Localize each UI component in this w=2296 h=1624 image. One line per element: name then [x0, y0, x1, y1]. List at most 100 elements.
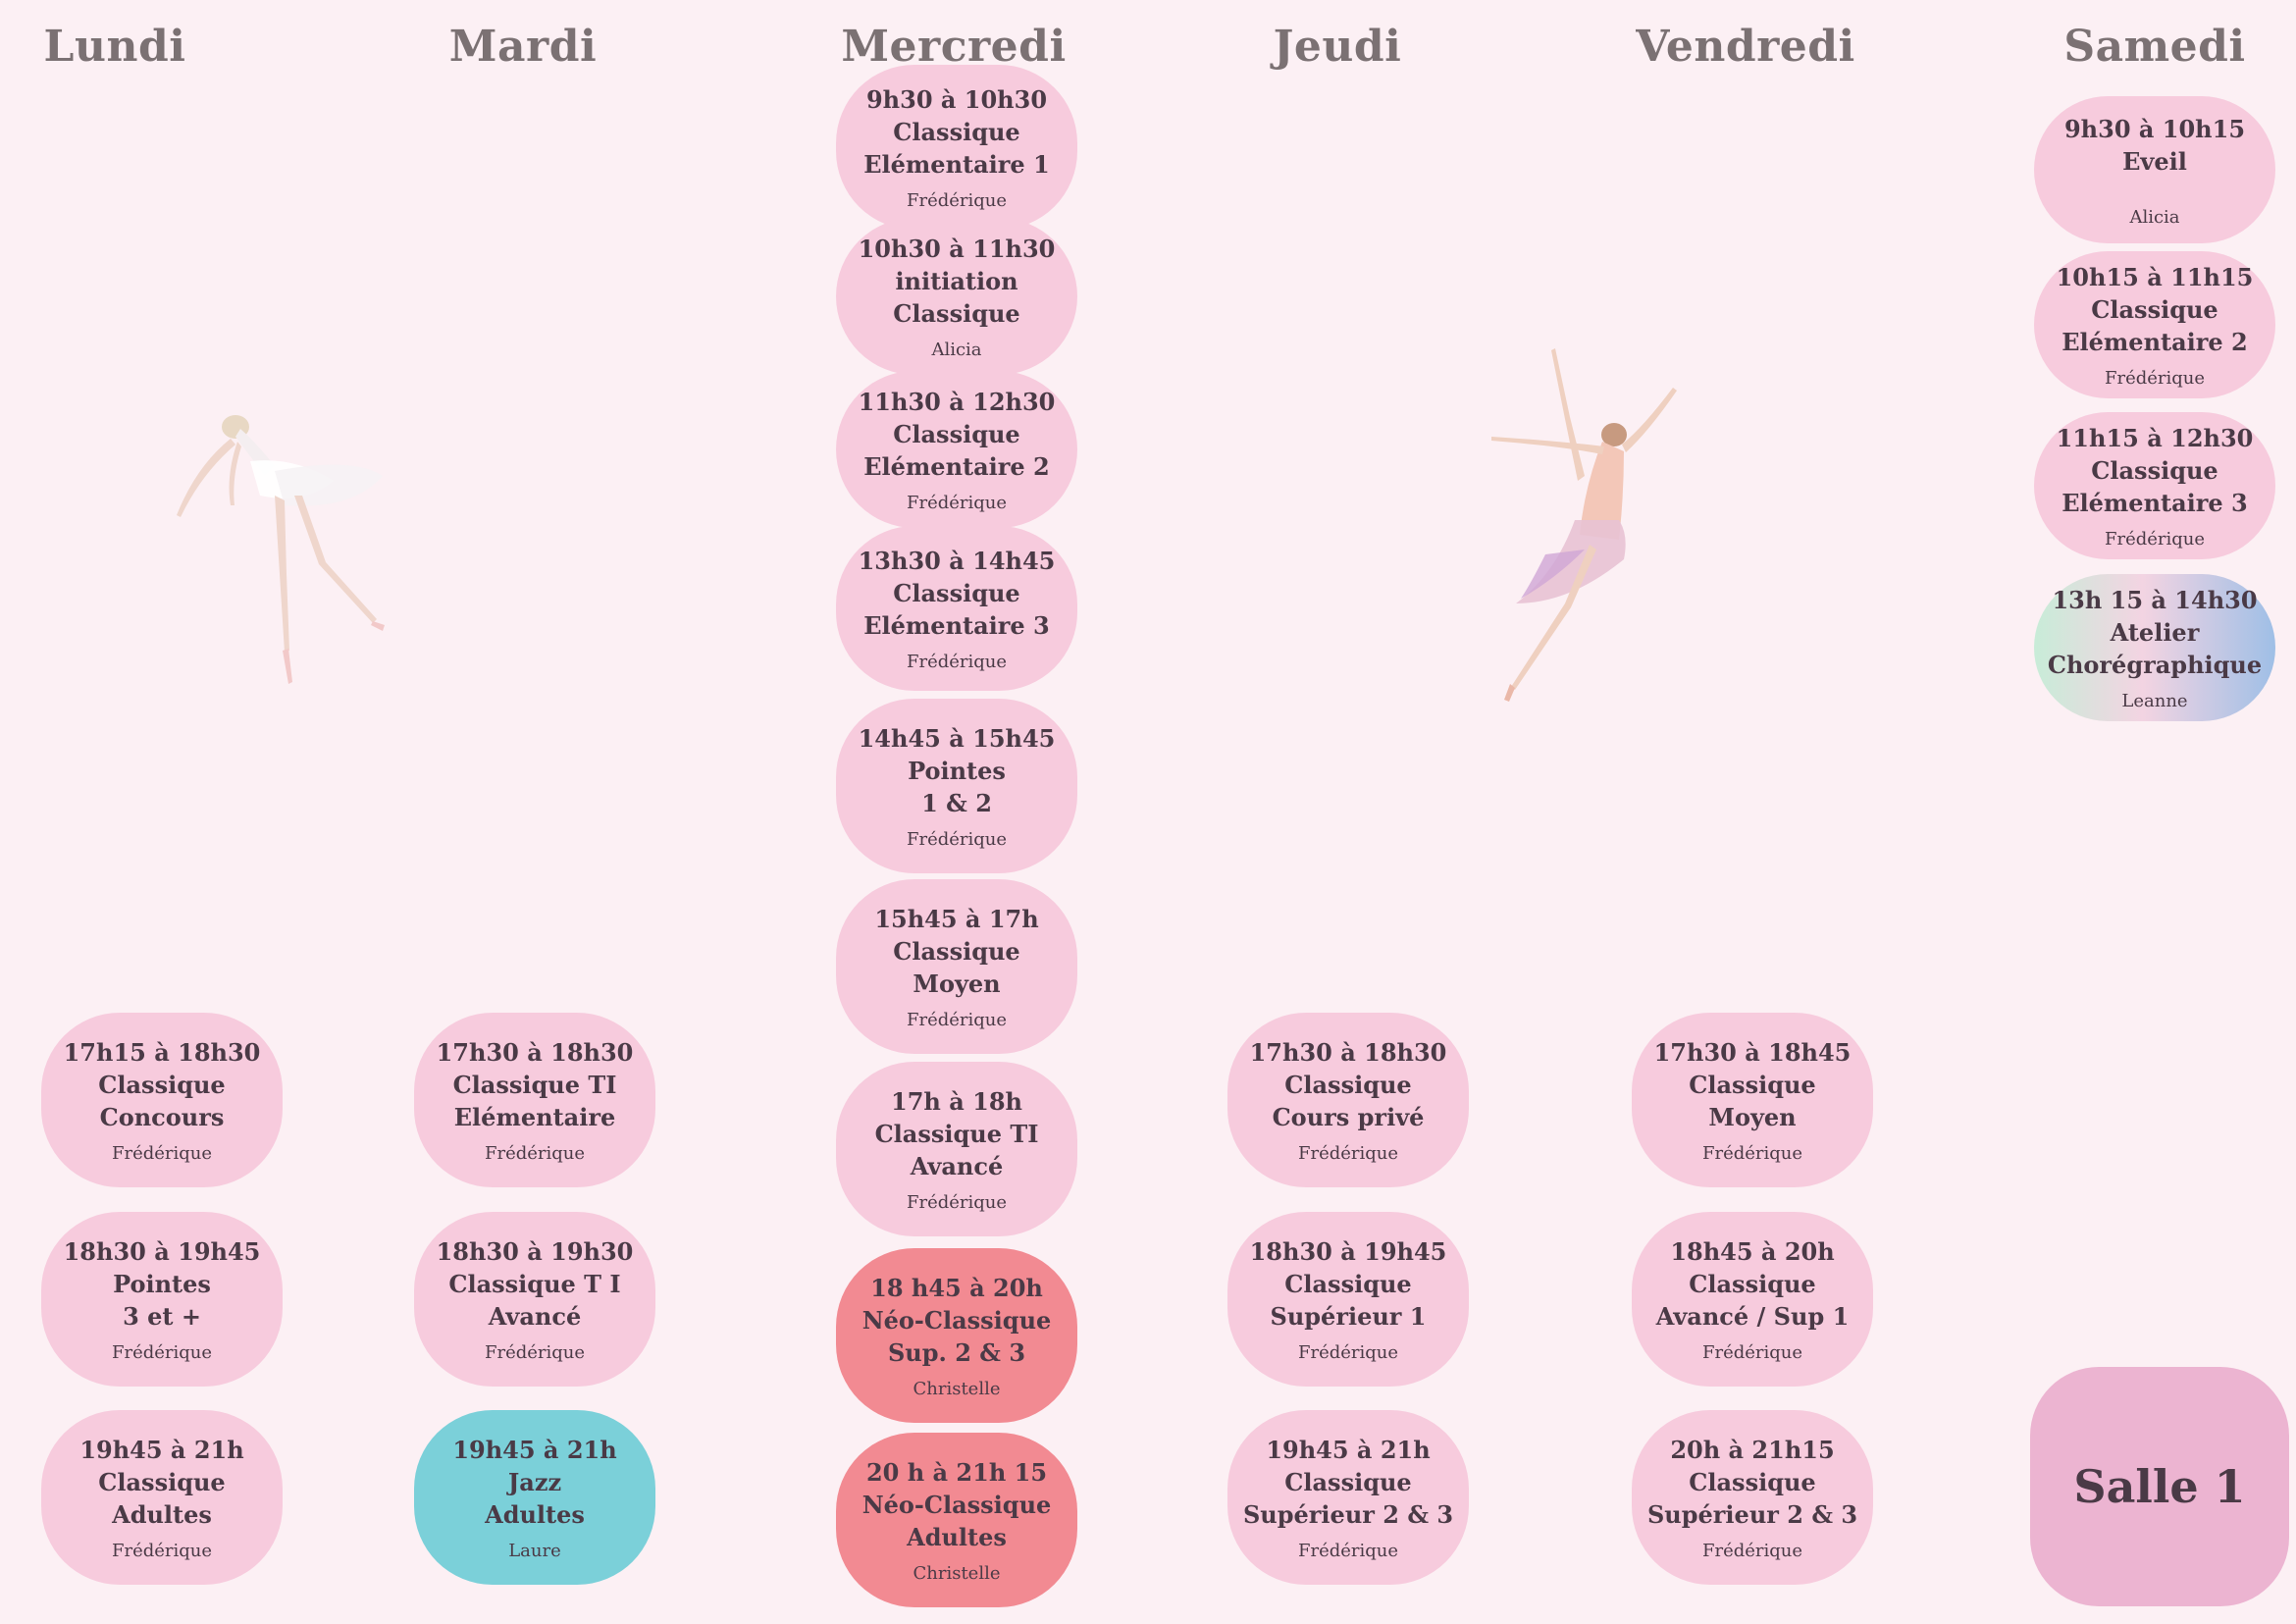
- class-line: Classique: [1689, 1468, 1816, 1496]
- class-line: Classique: [1284, 1468, 1412, 1496]
- class-card-vendredi-3[interactable]: 20h à 21h15 Classique Supérieur 2 & 3 Fr…: [1632, 1410, 1873, 1585]
- class-line: Elémentaire: [453, 1103, 616, 1131]
- class-line: Jazz: [507, 1468, 562, 1496]
- class-line: Cours privé: [1272, 1103, 1425, 1131]
- class-time: 19h45 à 21h: [1266, 1436, 1431, 1464]
- class-card-jeudi-1[interactable]: 17h30 à 18h30 Classique Cours privé Fréd…: [1227, 1013, 1469, 1187]
- room-label: Salle 1: [2030, 1367, 2289, 1606]
- class-time: 10h15 à 11h15: [2056, 263, 2254, 291]
- class-teacher: Frédérique: [906, 1010, 1008, 1030]
- ballerina-leaping-illustration: [1491, 348, 1677, 702]
- class-time: 14h45 à 15h45: [858, 724, 1056, 753]
- class-time: 19h45 à 21h: [79, 1436, 244, 1464]
- class-line: Classique: [98, 1468, 226, 1496]
- class-line: Moyen: [913, 969, 1001, 998]
- class-card-samedi-1[interactable]: 9h30 à 10h15 Eveil Alicia: [2034, 96, 2275, 243]
- class-time: 20 h à 21h 15: [865, 1458, 1048, 1487]
- class-card-mardi-1[interactable]: 17h30 à 18h30 Classique TI Elémentaire F…: [414, 1013, 655, 1187]
- class-card-mercredi-5[interactable]: 14h45 à 15h45 Pointes 1 & 2 Frédérique: [836, 699, 1077, 873]
- class-card-samedi-4[interactable]: 13h 15 à 14h30 Atelier Chorégraphique Le…: [2034, 574, 2275, 721]
- class-line: Néo-Classique: [861, 1306, 1052, 1335]
- class-card-lundi-3[interactable]: 19h45 à 21h Classique Adultes Frédérique: [41, 1410, 283, 1585]
- class-teacher: Frédérique: [2104, 368, 2206, 389]
- class-line: Classique: [893, 299, 1020, 328]
- class-line: 3 et +: [123, 1302, 201, 1331]
- class-time: 11h15 à 12h30: [2056, 424, 2254, 452]
- class-teacher: Frédérique: [1297, 1541, 1399, 1561]
- class-time: 17h à 18h: [891, 1087, 1022, 1116]
- class-line: Classique: [2091, 295, 2218, 324]
- class-card-mercredi-2[interactable]: 10h30 à 11h30 initiation Classique Alici…: [836, 218, 1077, 375]
- class-card-jeudi-3[interactable]: 19h45 à 21h Classique Supérieur 2 & 3 Fr…: [1227, 1410, 1469, 1585]
- class-line: Classique: [893, 420, 1020, 448]
- class-line: Moyen: [1708, 1103, 1797, 1131]
- class-card-jeudi-2[interactable]: 18h30 à 19h45 Classique Supérieur 1 Fréd…: [1227, 1212, 1469, 1387]
- class-teacher: Frédérique: [111, 1541, 213, 1561]
- class-card-mercredi-9[interactable]: 20 h à 21h 15 Néo-Classique Adultes Chri…: [836, 1433, 1077, 1607]
- class-line: Classique: [1689, 1071, 1816, 1099]
- class-teacher: Frédérique: [1701, 1541, 1803, 1561]
- class-teacher: Alicia: [931, 340, 982, 360]
- class-line: Classique: [98, 1071, 226, 1099]
- class-teacher: Frédérique: [2104, 529, 2206, 550]
- day-header-samedi: Samedi: [2063, 22, 2246, 72]
- day-header-lundi: Lundi: [43, 22, 186, 72]
- class-line: Classique TI: [452, 1071, 617, 1099]
- class-line: Elémentaire 3: [2061, 489, 2248, 517]
- class-card-samedi-3[interactable]: 11h15 à 12h30 Classique Elémentaire 3 Fr…: [2034, 412, 2275, 559]
- class-card-samedi-2[interactable]: 10h15 à 11h15 Classique Elémentaire 2 Fr…: [2034, 251, 2275, 398]
- class-time: 18h30 à 19h45: [63, 1237, 261, 1266]
- class-teacher: Frédérique: [906, 652, 1008, 672]
- class-card-lundi-1[interactable]: 17h15 à 18h30 Classique Concours Frédéri…: [41, 1013, 283, 1187]
- class-card-mercredi-4[interactable]: 13h30 à 14h45 Classique Elémentaire 3 Fr…: [836, 526, 1077, 691]
- class-card-mardi-2[interactable]: 18h30 à 19h30 Classique T I Avancé Frédé…: [414, 1212, 655, 1387]
- class-card-lundi-2[interactable]: 18h30 à 19h45 Pointes 3 et + Frédérique: [41, 1212, 283, 1387]
- class-time: 18h30 à 19h45: [1249, 1237, 1447, 1266]
- class-card-mercredi-3[interactable]: 11h30 à 12h30 Classique Elémentaire 2 Fr…: [836, 371, 1077, 528]
- class-line: Supérieur 1: [1270, 1302, 1427, 1331]
- class-line: Supérieur 2 & 3: [1646, 1500, 1858, 1529]
- class-line: Avancé: [910, 1152, 1004, 1180]
- class-line: Atelier: [2110, 618, 2200, 647]
- class-card-mercredi-7[interactable]: 17h à 18h Classique TI Avancé Frédérique: [836, 1062, 1077, 1236]
- class-line: Adultes: [112, 1500, 212, 1529]
- class-teacher: Frédérique: [1297, 1342, 1399, 1363]
- class-line: Adultes: [907, 1523, 1007, 1551]
- day-header-mercredi: Mercredi: [841, 22, 1067, 72]
- class-line: Concours: [99, 1103, 225, 1131]
- class-teacher: Frédérique: [906, 829, 1008, 850]
- class-card-mercredi-1[interactable]: 9h30 à 10h30 Classique Elémentaire 1 Fré…: [836, 65, 1077, 230]
- class-line: Classique: [893, 937, 1020, 966]
- class-line: Eveil: [2122, 146, 2187, 176]
- ballerina-bending-illustration: [177, 415, 385, 684]
- class-time: 9h30 à 10h30: [865, 85, 1048, 114]
- class-line: Avancé / Sup 1: [1655, 1302, 1850, 1331]
- class-time: 20h à 21h15: [1670, 1436, 1835, 1464]
- class-line: Sup. 2 & 3: [887, 1338, 1026, 1367]
- class-teacher: Frédérique: [111, 1143, 213, 1164]
- day-header-mardi: Mardi: [448, 22, 598, 72]
- class-line: Adultes: [485, 1500, 585, 1529]
- class-line: Pointes: [113, 1270, 211, 1298]
- day-header-vendredi: Vendredi: [1636, 22, 1855, 72]
- class-teacher: Frédérique: [906, 1192, 1008, 1213]
- class-teacher: Frédérique: [906, 493, 1008, 513]
- class-time: 17h15 à 18h30: [63, 1038, 261, 1067]
- class-time: 15h45 à 17h: [874, 905, 1039, 933]
- class-line: 1 & 2: [921, 789, 992, 817]
- class-card-mardi-3[interactable]: 19h45 à 21h Jazz Adultes Laure: [414, 1410, 655, 1585]
- class-time: 18 h45 à 20h: [870, 1274, 1043, 1302]
- class-card-mercredi-8[interactable]: 18 h45 à 20h Néo-Classique Sup. 2 & 3 Ch…: [836, 1248, 1077, 1423]
- class-time: 19h45 à 21h: [452, 1436, 617, 1464]
- class-card-vendredi-1[interactable]: 17h30 à 18h45 Classique Moyen Frédérique: [1632, 1013, 1873, 1187]
- class-line: Classique: [893, 579, 1020, 607]
- class-card-mercredi-6[interactable]: 15h45 à 17h Classique Moyen Frédérique: [836, 879, 1077, 1054]
- class-line: Classique: [1284, 1071, 1412, 1099]
- class-line: Elémentaire 1: [863, 150, 1050, 179]
- class-time: 17h30 à 18h30: [1249, 1038, 1447, 1067]
- class-line: Classique: [893, 118, 1020, 146]
- class-card-vendredi-2[interactable]: 18h45 à 20h Classique Avancé / Sup 1 Fré…: [1632, 1212, 1873, 1387]
- class-teacher: Frédérique: [1297, 1143, 1399, 1164]
- class-teacher: Frédérique: [484, 1342, 586, 1363]
- class-time: 13h 15 à 14h30: [2052, 586, 2258, 614]
